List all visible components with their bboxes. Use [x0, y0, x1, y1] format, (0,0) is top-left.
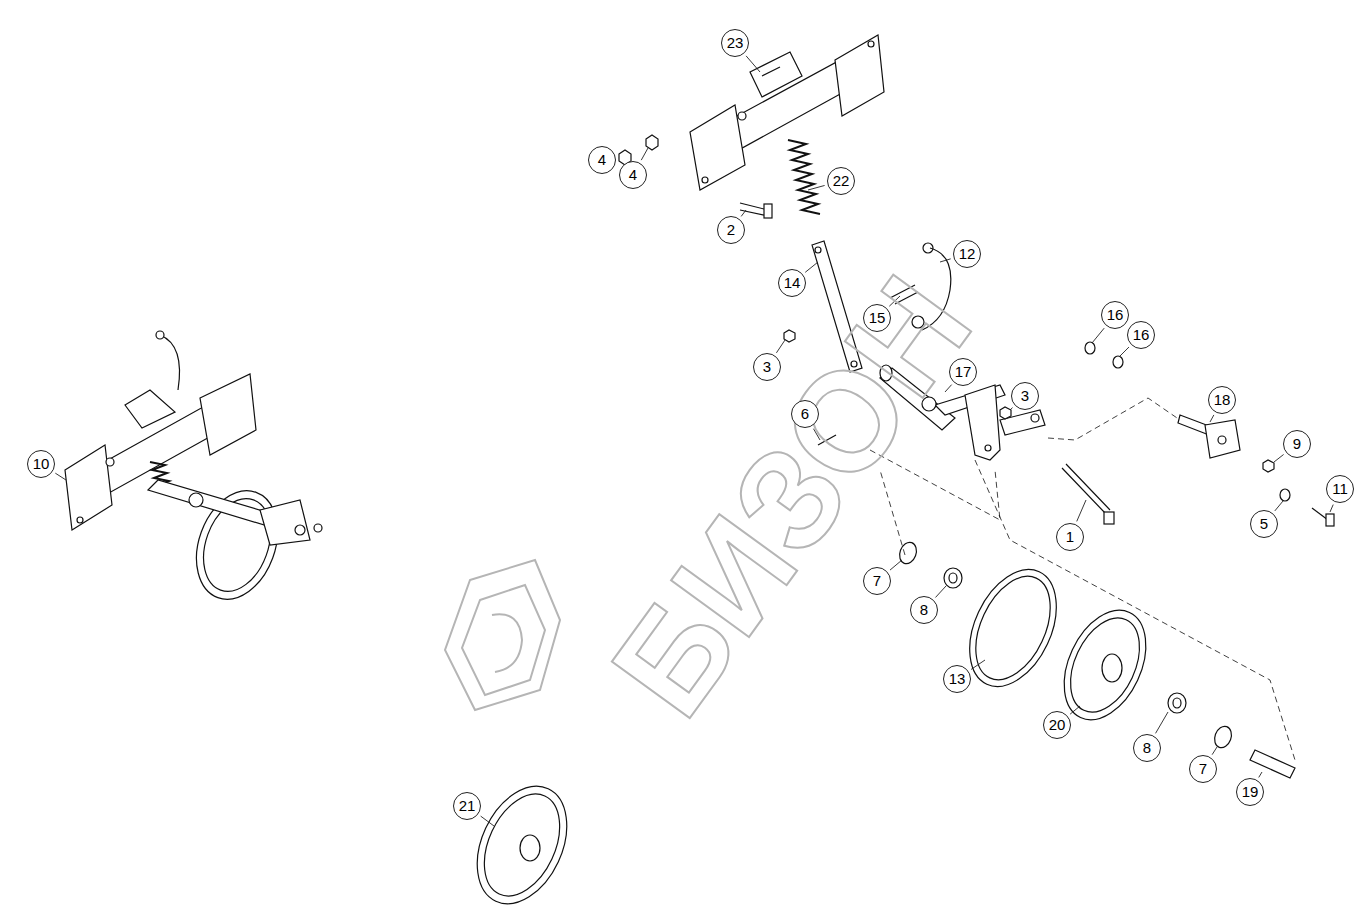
- leader-line: [890, 560, 902, 570]
- leader-line: [1259, 772, 1262, 777]
- callout-number: 6: [791, 400, 819, 428]
- leader-line: [808, 185, 825, 190]
- leader-line: [1120, 347, 1129, 356]
- callout-number: 16: [1127, 321, 1155, 349]
- leader-line: [741, 210, 746, 216]
- leader-line: [940, 259, 951, 262]
- leader-line: [776, 340, 785, 353]
- leader-line: [971, 660, 985, 669]
- leader-line: [618, 158, 619, 159]
- callout-number: 4: [588, 146, 616, 174]
- leader-line: [1077, 500, 1086, 521]
- watermark: БИЗОН: [580, 248, 1003, 745]
- callout-number: 16: [1101, 301, 1129, 329]
- callout-number: 23: [721, 29, 749, 57]
- callout-number: 2: [717, 216, 745, 244]
- callout-number: 3: [753, 353, 781, 381]
- callout-number: 10: [27, 450, 55, 478]
- leader-line: [1070, 706, 1080, 714]
- callout-number: 13: [943, 665, 971, 693]
- callout-number: 14: [778, 269, 806, 297]
- callout-number: 12: [953, 240, 981, 268]
- leader-line: [641, 148, 648, 160]
- callout-number: 20: [1043, 711, 1071, 739]
- callout-number: 15: [863, 304, 891, 332]
- leader-line: [1092, 328, 1104, 343]
- leader-line: [805, 262, 818, 272]
- callout-number: 8: [1133, 734, 1161, 762]
- callout-number: 18: [1208, 386, 1236, 414]
- leader-line: [1275, 501, 1283, 511]
- leader-line: [1210, 415, 1214, 422]
- leader-line: [1330, 505, 1333, 512]
- callout-number: 4: [619, 161, 647, 189]
- leader-line: [481, 816, 494, 826]
- leader-line: [935, 586, 946, 597]
- leader-line: [1010, 408, 1013, 410]
- logo-symbol: [445, 560, 560, 710]
- callout-number: 21: [453, 792, 481, 820]
- callout-number: 19: [1236, 778, 1264, 806]
- callout-number: 7: [1189, 755, 1217, 783]
- callout-number: 11: [1326, 475, 1354, 503]
- callout-number: 8: [910, 596, 938, 624]
- callout-number: 9: [1283, 430, 1311, 458]
- leader-line: [746, 56, 760, 72]
- callout-number: 1: [1056, 523, 1084, 551]
- leader-line: [55, 473, 66, 480]
- callout-number: 7: [863, 567, 891, 595]
- leader-line: [1156, 712, 1168, 733]
- callout-number: 3: [1011, 382, 1039, 410]
- callout-number: 17: [949, 358, 977, 386]
- leader-line: [1274, 454, 1284, 462]
- callout-number: 5: [1250, 510, 1278, 538]
- frame: [690, 35, 884, 190]
- leader-line: [1212, 747, 1217, 755]
- callout-number: 22: [827, 167, 855, 195]
